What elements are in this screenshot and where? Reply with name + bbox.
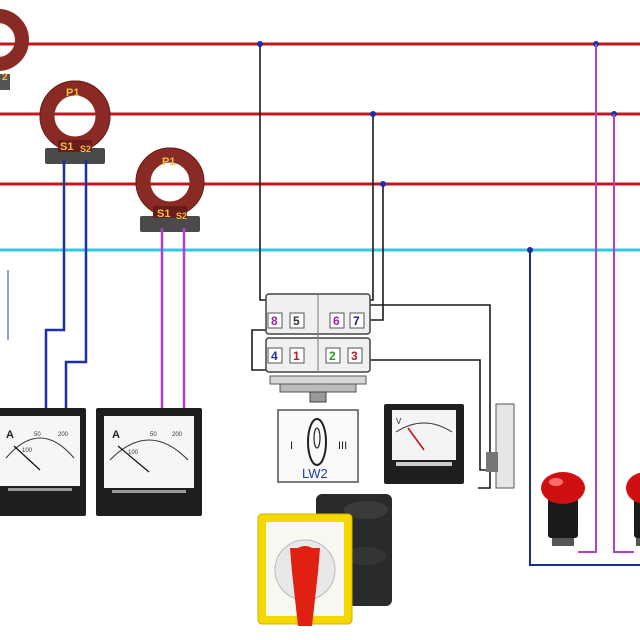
terminal-3: 3 xyxy=(351,349,358,363)
ammeter1-tick-b: 50 xyxy=(34,432,41,438)
ammeter1-tick-a: 100 xyxy=(22,448,33,454)
terminal-row-top: 8 5 6 7 xyxy=(267,312,365,329)
lw2-label: LW2 xyxy=(302,466,328,481)
ct2-s2-label: S2 xyxy=(176,211,187,221)
junction-dots xyxy=(257,41,617,253)
lamp-wires xyxy=(529,44,640,566)
lw2-mark-right: III xyxy=(338,440,347,452)
terminal-4: 4 xyxy=(271,349,278,363)
ammeter-1: A 100 50 200 xyxy=(0,408,86,516)
ammeter-2: A 100 50 200 xyxy=(96,408,202,516)
current-transformer-1: P1 S1 S2 xyxy=(39,80,111,164)
ammeter2-tick-a: 100 xyxy=(128,450,139,456)
terminal-1: 1 xyxy=(293,349,300,363)
ct1-s1-label: S1 xyxy=(60,141,73,153)
terminal-2: 2 xyxy=(329,349,336,363)
terminal-7: 7 xyxy=(353,314,360,328)
ct-partial-label: 2 xyxy=(2,72,8,83)
ct-partial: 2 xyxy=(0,9,29,90)
indicator-lamp-icon xyxy=(541,472,640,546)
ct2-s1-label: S1 xyxy=(157,208,170,220)
bus-lines xyxy=(0,42,640,252)
terminal-row-bottom: 4 1 2 3 xyxy=(267,347,363,364)
lw2-switch-face: I III LW2 xyxy=(277,409,359,483)
ct1-p1-label: P1 xyxy=(66,87,79,99)
lw2-mark-left: I xyxy=(290,440,293,452)
voltmeter-unit: V xyxy=(396,417,402,426)
ammeter2-tick-b: 50 xyxy=(150,432,157,438)
ammeter1-unit: A xyxy=(6,429,14,441)
ct2-secondary-wires xyxy=(160,228,186,410)
indicator-lamp-1 xyxy=(541,472,585,546)
current-transformer-2: P1 S1 S2 xyxy=(135,147,205,232)
ct1-s2-label: S2 xyxy=(80,144,91,154)
ct1-secondary-wires xyxy=(44,160,88,410)
ammeter2-unit: A xyxy=(112,429,120,441)
terminal-block: 8 5 6 7 4 1 2 3 xyxy=(265,293,371,403)
ammeter1-tick-c: 200 xyxy=(58,432,69,438)
terminal-6: 6 xyxy=(333,314,340,328)
rotary-switch-icon xyxy=(257,494,392,626)
indicator-lamp-2 xyxy=(626,472,640,546)
terminal-5: 5 xyxy=(293,314,300,328)
ammeter2-tick-c: 200 xyxy=(172,432,183,438)
voltmeter: V xyxy=(384,403,515,489)
ct2-p1-label: P1 xyxy=(162,156,175,168)
terminal-8: 8 xyxy=(271,314,278,328)
